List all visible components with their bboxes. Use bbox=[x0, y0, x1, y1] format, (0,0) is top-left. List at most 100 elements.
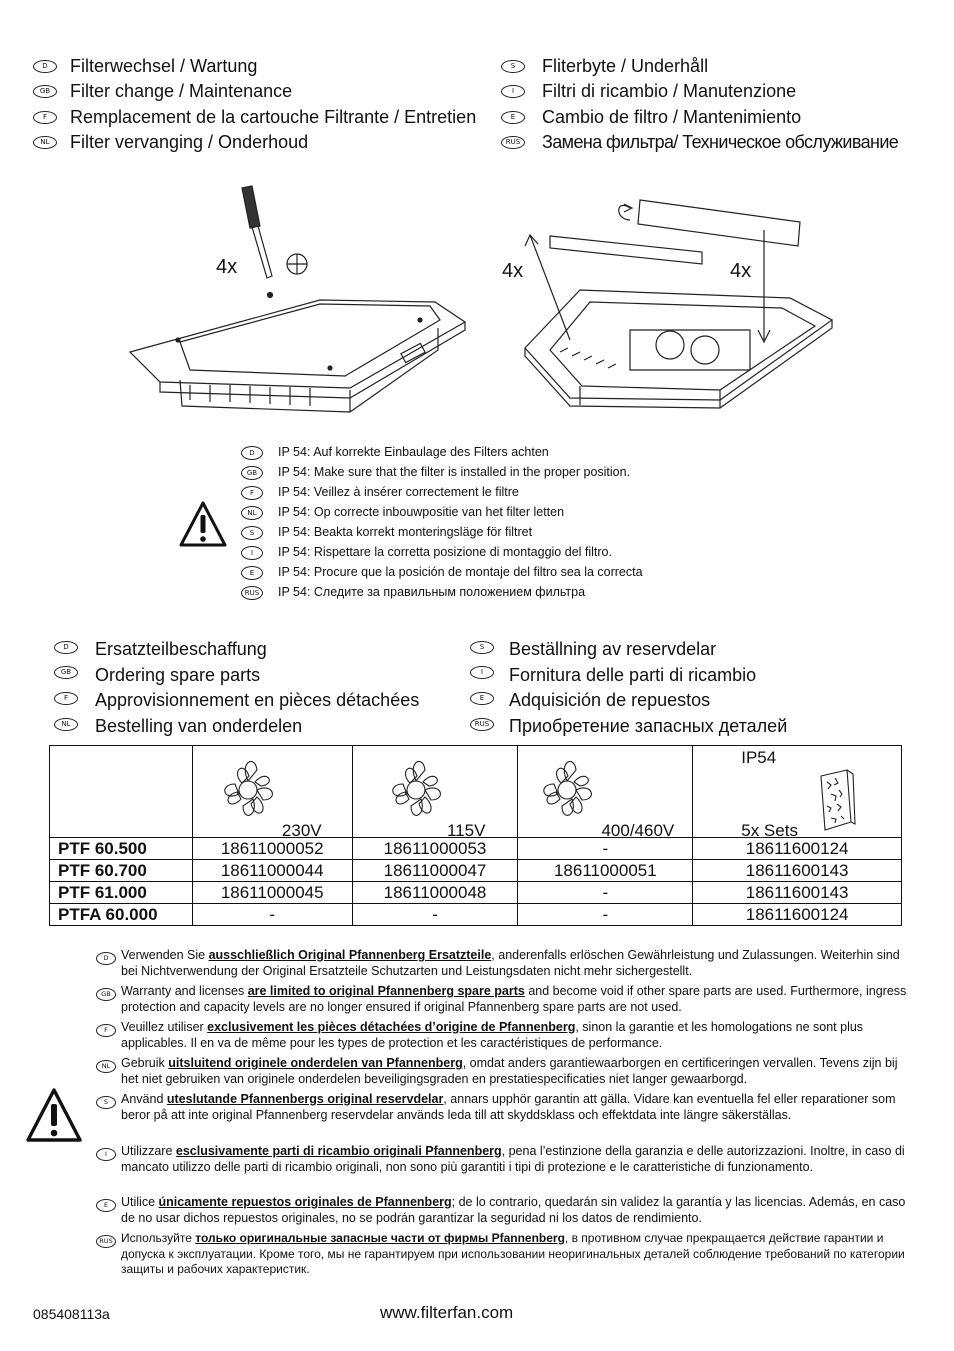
lang-badge: NL bbox=[54, 718, 78, 731]
ip-note: IP 54: Следите за правильным положением … bbox=[278, 585, 586, 599]
warranty-text: , anderenfalls erlöschen Gewährleistung … bbox=[121, 948, 900, 978]
filter-count-label: 4x bbox=[730, 260, 752, 282]
warranty-text: Используйте bbox=[121, 1231, 196, 1245]
lang-badge: E bbox=[501, 111, 525, 124]
table-row: PTF 61.000 18611000045 18611000048 - 186… bbox=[49, 881, 902, 904]
header-title: Filter change / Maintenance bbox=[70, 81, 293, 101]
lang-badge: GB bbox=[241, 466, 263, 480]
header-title: Remplacement de la cartouche Filtrante /… bbox=[70, 107, 477, 127]
website-url[interactable]: www.filterfan.com bbox=[380, 1303, 514, 1322]
document-number: 085408113a bbox=[33, 1306, 110, 1322]
warranty-text: and become void if other spare parts are… bbox=[121, 984, 907, 1014]
warranty-paragraph: Utilizzare esclusivamente parti di ricam… bbox=[121, 1144, 911, 1175]
lang-badge: E bbox=[96, 1199, 116, 1212]
part-number-cell: 18611000044 bbox=[191, 859, 353, 882]
lang-badge: RUS bbox=[501, 136, 525, 149]
fan-230v-header: 230V bbox=[191, 745, 353, 840]
warranty-text: , в противном случае прекращается действ… bbox=[121, 1231, 905, 1277]
ordering-title: Ordering spare parts bbox=[95, 665, 261, 685]
warranty-emphasis: uteslutande Pfannenbergs original reserv… bbox=[166, 1092, 444, 1106]
ip-note: IP 54: Make sure that the filter is inst… bbox=[278, 465, 631, 479]
filter-mat-icon bbox=[820, 769, 856, 831]
lang-badge: S bbox=[470, 641, 494, 654]
lang-badge: D bbox=[241, 446, 263, 460]
model-cell: PTFA 60.000 bbox=[49, 903, 193, 926]
filter-mat-header: IP54 5x Sets bbox=[692, 745, 902, 840]
part-number-cell: 18611000045 bbox=[191, 881, 353, 904]
lang-badge: D bbox=[54, 641, 78, 654]
housing-open-drawing bbox=[524, 199, 834, 409]
warranty-text: Utilizzare bbox=[121, 1144, 176, 1158]
model-cell: PTF 60.700 bbox=[49, 859, 193, 882]
warranty-text: Använd bbox=[121, 1092, 167, 1106]
ip-note: IP 54: Procure que la posición de montaj… bbox=[278, 565, 643, 579]
part-number-cell: 18611600124 bbox=[692, 903, 902, 926]
warranty-paragraph: Gebruik uitsluitend originele onderdelen… bbox=[121, 1056, 911, 1087]
table-header-row: 230V 115V bbox=[49, 745, 902, 840]
fan-icon bbox=[224, 760, 273, 816]
lang-badge: RUS bbox=[470, 718, 494, 731]
part-number-cell: 18611000051 bbox=[517, 859, 694, 882]
header-title: Filterwechsel / Wartung bbox=[70, 56, 258, 76]
part-number-cell: - bbox=[517, 903, 694, 926]
warranty-text: , sinon la garantie et les homologations… bbox=[121, 1020, 864, 1050]
table-row: PTF 60.500 18611000052 18611000053 - 186… bbox=[49, 837, 902, 860]
warranty-paragraph: Verwenden Sie ausschließlich Original Pf… bbox=[121, 948, 911, 979]
part-number-cell: 18611000053 bbox=[351, 837, 519, 860]
ip-note: IP 54: Veillez à insérer correctement le… bbox=[278, 485, 519, 499]
header-title: Filtri di ricambio / Manutenzione bbox=[542, 81, 797, 101]
header-title: Замена фильтра/ Техническое обслуживание bbox=[542, 132, 899, 152]
ordering-title: Ersatzteilbeschaffung bbox=[95, 639, 267, 659]
ordering-title: Приобретение запасных деталей bbox=[509, 716, 788, 736]
lang-badge: S bbox=[501, 60, 525, 73]
model-cell: PTF 61.000 bbox=[49, 881, 193, 904]
model-cell: PTF 60.500 bbox=[49, 837, 193, 860]
warranty-paragraph: Utilice únicamente repuestos originales … bbox=[121, 1195, 911, 1226]
sets-label: 5x Sets bbox=[741, 821, 798, 840]
warranty-paragraph: Veuillez utiliser exclusivement les pièc… bbox=[121, 1020, 911, 1051]
ip-note: IP 54: Auf korrekte Einbaulage des Filte… bbox=[278, 445, 549, 459]
warranty-paragraph: Используйте только оригинальные запасные… bbox=[121, 1231, 911, 1278]
lang-badge: I bbox=[96, 1148, 116, 1161]
lang-badge: NL bbox=[241, 506, 263, 520]
warranty-text: , omdat anders garantiewaarborgen en cer… bbox=[121, 1056, 898, 1086]
lang-badge: RUS bbox=[241, 586, 263, 600]
lang-badge: RUS bbox=[96, 1235, 116, 1248]
part-number-cell: - bbox=[517, 881, 694, 904]
warranty-emphasis: ausschließlich Original Pfannenberg Ersa… bbox=[208, 948, 492, 962]
ip-note: IP 54: Rispettare la corretta posizione … bbox=[278, 545, 612, 559]
lang-badge: F bbox=[96, 1024, 116, 1037]
warranty-paragraph: Använd uteslutande Pfannenbergs original… bbox=[121, 1092, 911, 1123]
header-title: Filter vervanging / Onderhoud bbox=[70, 132, 309, 152]
warranty-paragraph: Warranty and licenses are limited to ori… bbox=[121, 984, 911, 1015]
fan-icon bbox=[543, 760, 593, 816]
warranty-text: Warranty and licenses bbox=[121, 984, 248, 998]
lang-badge: F bbox=[241, 486, 263, 500]
table-row: PTFA 60.000 - - - 18611600124 bbox=[49, 903, 902, 926]
ordering-title: Adquisición de repuestos bbox=[509, 690, 711, 710]
part-number-cell: - bbox=[351, 903, 519, 926]
lang-badge: I bbox=[470, 666, 494, 679]
lang-badge: F bbox=[54, 692, 78, 705]
lang-badge: F bbox=[33, 111, 57, 124]
warranty-emphasis: exclusivement les pièces détachées d’ori… bbox=[207, 1020, 576, 1034]
ip-note: IP 54: Op correcte inbouwpositie van het… bbox=[278, 505, 565, 519]
warranty-text: Veuillez utiliser bbox=[121, 1020, 208, 1034]
lang-badge: NL bbox=[96, 1060, 116, 1073]
header-title: Fliterbyte / Underhåll bbox=[542, 56, 709, 76]
ordering-title: Fornitura delle parti di ricambio bbox=[509, 665, 757, 685]
spare-parts-table: 230V 115V bbox=[49, 745, 902, 926]
lang-badge: NL bbox=[33, 136, 57, 149]
lang-badge: I bbox=[501, 85, 525, 98]
fan-115v-header: 115V bbox=[351, 745, 519, 840]
lang-badge: S bbox=[96, 1096, 116, 1109]
warranty-emphasis: únicamente repuestos originales de Pfann… bbox=[158, 1195, 452, 1209]
warranty-text: , annars upphör garantin att gälla. Vida… bbox=[121, 1092, 896, 1122]
warranty-text: , pena l’estinzione della garanzia e del… bbox=[121, 1144, 905, 1174]
header-title: Cambio de filtro / Mantenimiento bbox=[542, 107, 802, 127]
table-row: PTF 60.700 18611000044 18611000047 18611… bbox=[49, 859, 902, 882]
lang-badge: E bbox=[241, 566, 263, 580]
ip-note: IP 54: Beakta korrekt monteringsläge för… bbox=[278, 525, 533, 539]
part-number-cell: 18611600143 bbox=[692, 859, 902, 882]
part-number-cell: - bbox=[191, 903, 353, 926]
